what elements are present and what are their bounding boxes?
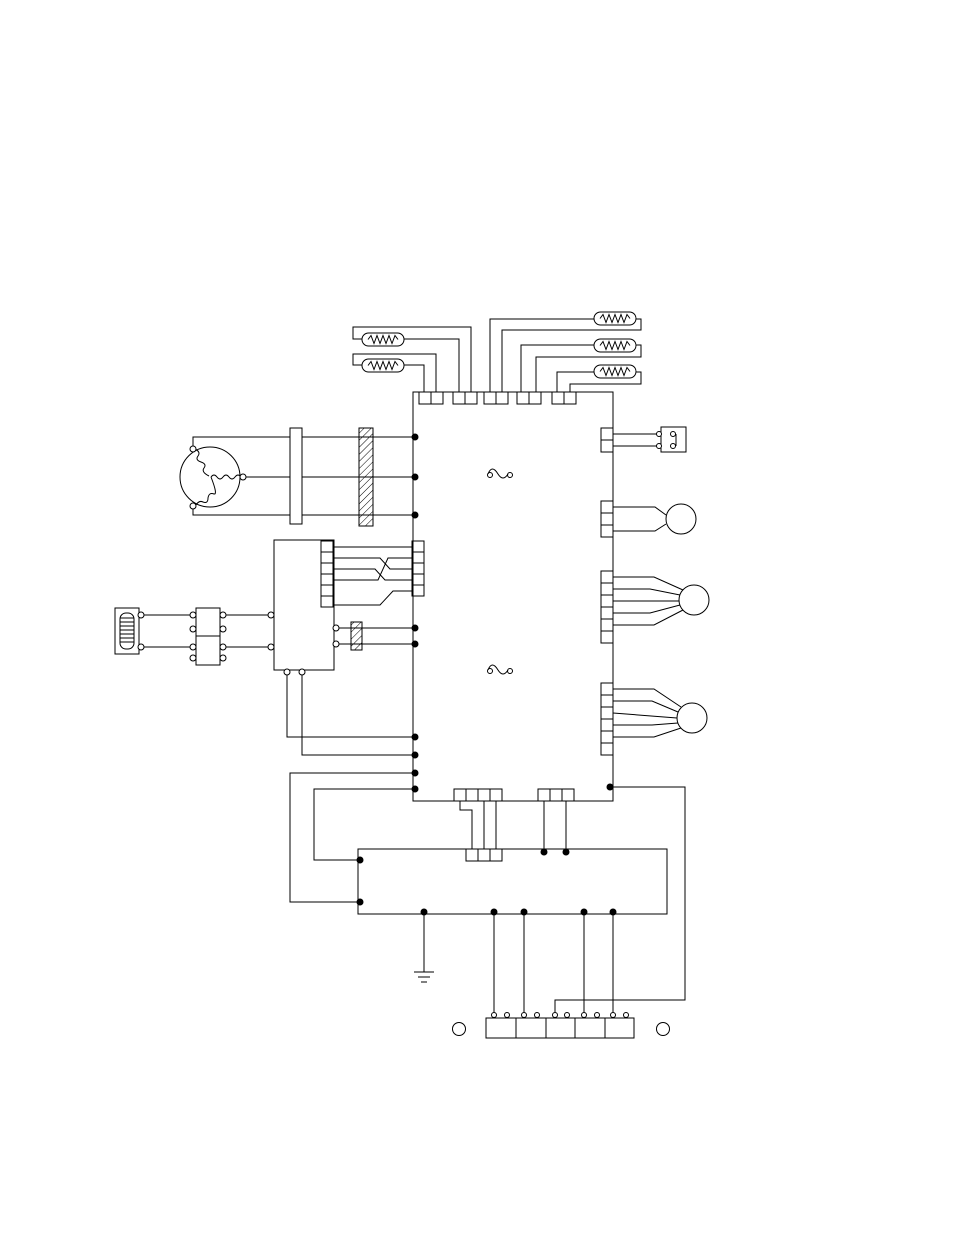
terminal-bar-compressor (290, 428, 302, 524)
thermistor-5 (557, 365, 641, 392)
fan-motor-icon (601, 501, 696, 537)
ferrite-core (359, 428, 373, 526)
bottom-connectors (454, 789, 574, 801)
mounting-hole-right (657, 1023, 670, 1036)
stepping-motor-icon-1 (601, 571, 709, 643)
noise-filter-board (358, 801, 667, 915)
reactor-coil-icon (115, 608, 144, 654)
thermistor-2 (353, 354, 436, 392)
stepping-motor-icon-2 (601, 683, 707, 755)
ac-symbol-upper (488, 469, 508, 478)
ground-icon (414, 912, 434, 982)
ac-symbol-lower (488, 665, 508, 674)
terminal-block (486, 1013, 634, 1039)
inverter-module (274, 540, 339, 675)
ferrite-core-small (351, 622, 362, 650)
top-connectors (419, 392, 576, 404)
board-connector-inverter (333, 541, 424, 605)
mounting-hole-left (453, 1023, 466, 1036)
relay-connector (190, 608, 226, 665)
main-control-board (413, 392, 613, 801)
right-connector-1 (601, 427, 686, 452)
